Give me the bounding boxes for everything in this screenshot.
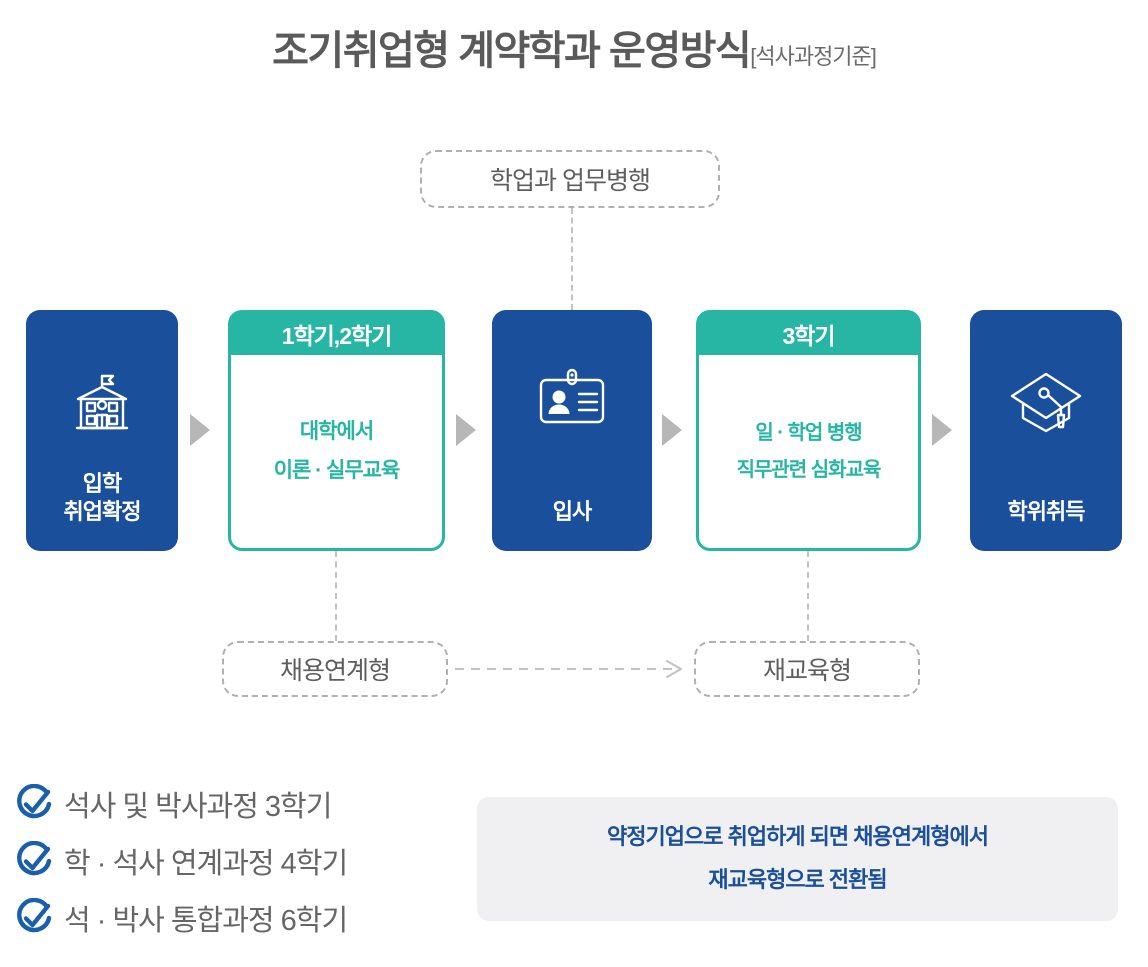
callout-recruitment-linked: 채용연계형 xyxy=(222,641,448,697)
arrow-2-icon xyxy=(456,414,476,446)
conversion-note-line-2: 재교육형으로 전환됨 xyxy=(708,867,887,892)
body-line-1: 일 · 학업 병행 xyxy=(755,421,862,444)
page-title-main: 조기취업형 계약학과 운영방식 xyxy=(272,29,752,73)
flow-step-semester-3-body: 일 · 학업 병행 직무관련 심화교육 xyxy=(699,355,918,548)
label-line-1: 입학 xyxy=(82,470,122,496)
flow-step-admission-label: 입학 취업확정 xyxy=(26,470,178,527)
check-circle-icon xyxy=(17,897,52,932)
conversion-note-line-1: 약정기업으로 취업하게 되면 채용연계형에서 xyxy=(607,824,989,850)
arrow-3-icon xyxy=(662,414,682,446)
body-line-2: 직무관련 심화교육 xyxy=(736,458,882,481)
connector-left-vertical xyxy=(335,551,337,641)
flow-step-degree[interactable]: 학위취득 xyxy=(970,310,1122,551)
id-badge-icon xyxy=(533,366,611,432)
callout-top: 학업과 업무병행 xyxy=(420,150,720,208)
label-line-2: 취업확정 xyxy=(63,499,142,525)
flow-step-admission[interactable]: 입학 취업확정 xyxy=(26,310,178,551)
callout-retraining: 재교육형 xyxy=(694,641,920,697)
flow-step-semester-3-header: 3학기 xyxy=(782,323,835,349)
course-duration-list: 석사 및 박사과정 3학기 학 · 석사 연계과정 4학기 석 · 박사 통합과… xyxy=(14,775,454,946)
check-circle-icon xyxy=(17,840,52,875)
flow-step-semester-1-2-body: 대학에서 이론 · 실무교육 xyxy=(231,355,442,548)
conversion-note-box: 약정기업으로 취업하게 되면 채용연계형에서 재교육형으로 전환됨 xyxy=(477,797,1118,921)
conversion-arrow-icon xyxy=(455,660,682,678)
page-title: 조기취업형 계약학과 운영방식[석사과정기준] xyxy=(0,18,1148,76)
connector-right-vertical xyxy=(807,551,809,641)
flow-step-semester-3[interactable]: 3학기 일 · 학업 병행 직무관련 심화교육 xyxy=(696,310,921,551)
body-line-1: 대학에서 xyxy=(299,419,374,443)
page-title-suffix: [석사과정기준] xyxy=(750,44,877,69)
connector-top-vertical xyxy=(571,208,573,310)
list-item-label: 학 · 석사 연계과정 4학기 xyxy=(64,847,348,880)
body-line-2: 이론 · 실무교육 xyxy=(273,458,401,482)
flow-step-employment[interactable]: 입사 xyxy=(492,310,652,551)
flow-step-semester-1-2[interactable]: 1학기,2학기 대학에서 이론 · 실무교육 xyxy=(228,310,445,551)
list-item-label: 석사 및 박사과정 3학기 xyxy=(64,790,332,823)
arrow-4-icon xyxy=(932,414,952,446)
flow-step-degree-label: 학위취득 xyxy=(1007,499,1086,525)
school-building-icon xyxy=(65,366,139,440)
list-item: 학 · 석사 연계과정 4학기 xyxy=(14,832,454,889)
graduation-cap-icon xyxy=(1006,366,1086,438)
list-item-label: 석 · 박사 통합과정 6학기 xyxy=(64,904,348,937)
flow-step-employment-label: 입사 xyxy=(552,499,592,525)
arrow-1-icon xyxy=(190,414,210,446)
list-item: 석 · 박사 통합과정 6학기 xyxy=(14,889,454,946)
flow-step-semester-1-2-header: 1학기,2학기 xyxy=(281,323,393,349)
list-item: 석사 및 박사과정 3학기 xyxy=(14,775,454,832)
check-circle-icon xyxy=(17,783,52,818)
